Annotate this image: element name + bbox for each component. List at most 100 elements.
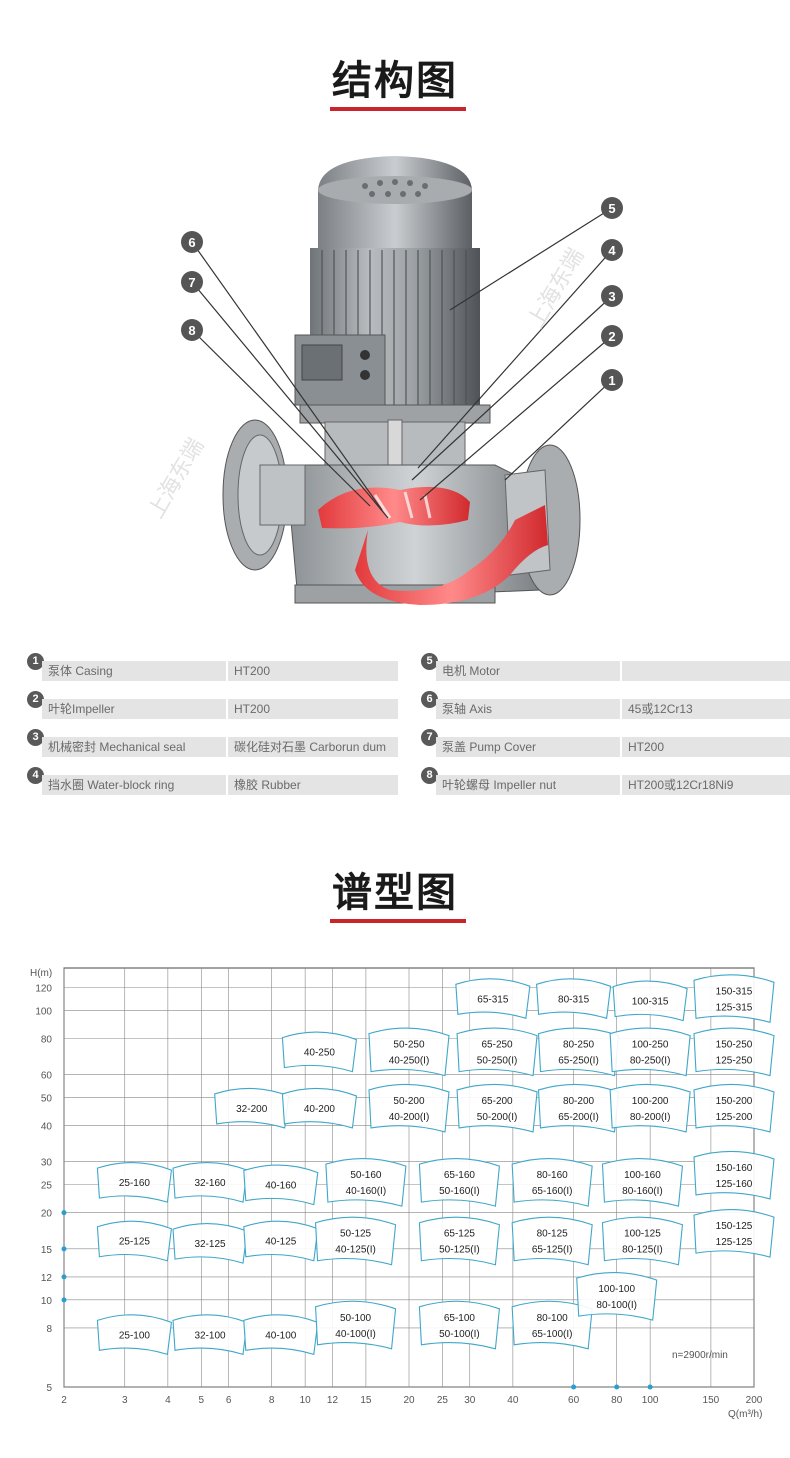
flow-passage-cutaway [318,486,548,605]
x-tick-label: 60 [568,1395,580,1406]
axis-marker [61,1274,67,1280]
x-tick-label: 100 [642,1395,659,1406]
callout-2: 2 [608,329,615,344]
model-cell [243,1164,319,1206]
part-material: HT200 [228,699,398,719]
model-label: 100-250 [632,1040,669,1051]
model-cell [576,1272,658,1321]
x-tick-label: 20 [403,1395,415,1406]
callout-3: 3 [608,289,615,304]
part-name: 泵盖 Pump Cover [436,737,620,757]
inlet-flange [222,419,306,571]
x-tick-label: 4 [165,1395,171,1406]
model-label: 100-125 [624,1229,661,1240]
model-label: 65-125 [444,1229,476,1240]
model-label: 50-160(I) [439,1186,480,1197]
model-cell [609,1027,691,1077]
model-label: 40-200(I) [389,1112,430,1123]
model-label: 32-100 [194,1330,226,1341]
model-cell [693,974,775,1024]
x-tick-label: 3 [122,1395,128,1406]
model-label: 150-250 [716,1040,753,1051]
model-cell [601,1216,684,1266]
part-material [622,661,790,681]
model-cell [368,1027,450,1077]
x-tick-label: 40 [507,1395,519,1406]
model-cell [536,978,612,1020]
part-number-badge: 2 [27,691,44,708]
model-label: 80-160(I) [622,1186,663,1197]
model-label: 80-160 [537,1170,569,1181]
part-name: 叶轮Impeller [42,699,226,719]
model-cell [281,1031,358,1073]
model-label: 65-250 [481,1040,513,1051]
model-label: 100-200 [632,1096,669,1107]
y-tick-label: 50 [41,1093,53,1104]
y-tick-label: 12 [41,1273,53,1284]
spectrum-title: 谱型图 [332,870,458,916]
x-tick-label: 8 [269,1395,275,1406]
part-name: 泵轴 Axis [436,699,620,719]
x-tick-label: 10 [300,1395,312,1406]
model-label: 25-100 [119,1330,151,1341]
model-cell [511,1158,593,1207]
pump-casing [289,464,541,604]
part-number-badge: 4 [27,767,44,784]
model-label: 40-100 [265,1330,297,1341]
model-cell [693,1209,775,1258]
model-cell [96,1162,173,1203]
model-label: 150-315 [716,986,753,997]
model-label: 65-315 [477,994,509,1005]
part-name: 机械密封 Mechanical seal [42,737,226,757]
y-tick-label: 20 [41,1209,53,1220]
spectrum-title-underline [330,919,466,923]
model-cell [418,1216,501,1266]
model-label: 25-125 [119,1237,151,1248]
axis-marker [61,1297,67,1303]
x-tick-label: 15 [360,1395,372,1406]
model-label: 50-200(I) [477,1112,518,1123]
x-tick-label: 200 [746,1395,763,1406]
axis-marker [61,1246,67,1252]
model-label: 65-100 [444,1313,476,1324]
model-label: 80-125 [537,1229,569,1240]
model-cell [456,1083,538,1133]
model-label: 65-125(I) [532,1245,573,1256]
model-label: 150-200 [716,1096,753,1107]
callout-7: 7 [188,275,195,290]
callout-8: 8 [188,323,195,338]
model-label: 80-100(I) [596,1300,637,1311]
model-label: 65-160(I) [532,1186,573,1197]
model-label: 65-160 [444,1170,476,1181]
model-label: 50-100(I) [439,1329,480,1340]
callout-leaders [191,207,613,519]
watermark-left: 上海东端 [150,434,209,523]
model-label: 25-160 [119,1178,151,1189]
model-cell [455,978,531,1020]
part-number-badge: 8 [421,767,438,784]
x-axis-label: Q(m³/h) [728,1409,762,1420]
model-label: 50-125 [340,1229,372,1240]
model-cell [281,1087,358,1129]
axis-marker [571,1384,577,1390]
model-label: 150-125 [716,1221,753,1232]
part-material: 碳化硅对石墨 Carborun dum [228,737,398,757]
model-cell [612,980,688,1022]
terminal-box [294,334,386,406]
x-tick-label: 30 [464,1395,476,1406]
model-label: 100-160 [624,1170,661,1181]
model-label: 80-200 [563,1096,595,1107]
part-number-badge: 7 [421,729,438,746]
structure-title-underline [330,107,466,111]
model-cell [537,1027,620,1077]
x-tick-label: 6 [226,1395,232,1406]
x-tick-label: 12 [327,1395,339,1406]
model-cell [418,1158,501,1207]
y-tick-label: 8 [46,1324,52,1335]
model-label: 100-100 [598,1284,635,1295]
model-label: 80-250(I) [630,1056,671,1067]
model-label: 65-200(I) [558,1112,599,1123]
part-material: HT200或12Cr18Ni9 [622,775,790,795]
axis-marker [614,1384,620,1390]
model-cell [609,1083,691,1133]
